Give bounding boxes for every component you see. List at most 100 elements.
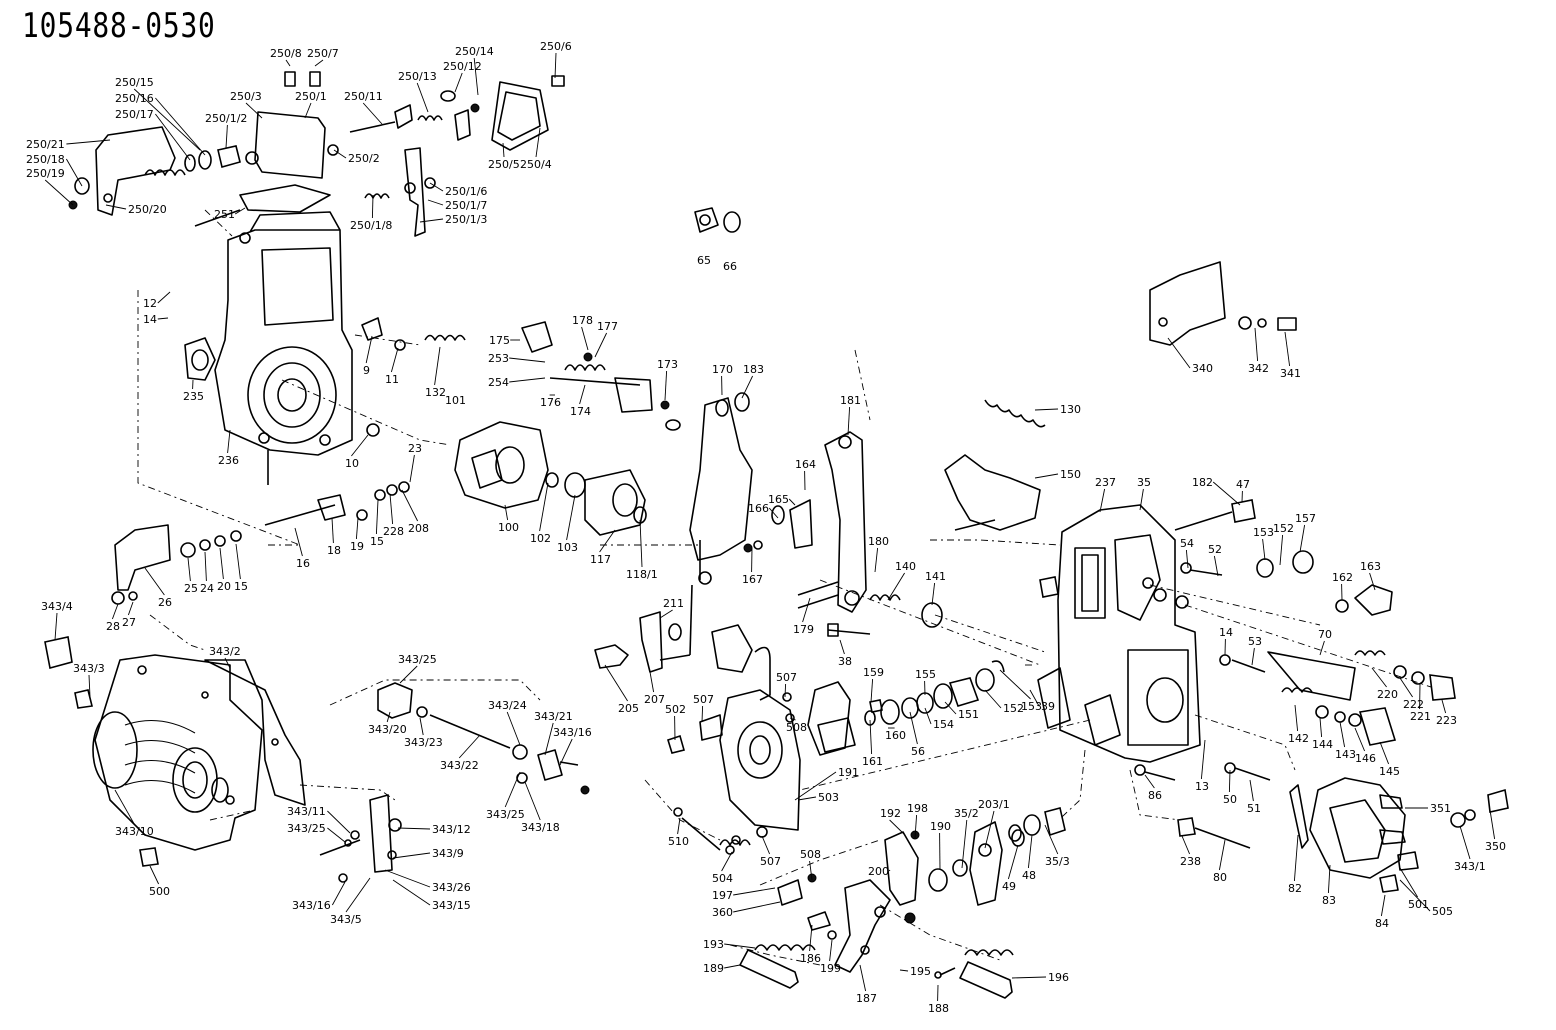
leader-line: [535, 127, 541, 158]
leader-line: [721, 851, 733, 872]
leader-line: [874, 547, 879, 573]
leader-line: [581, 326, 589, 351]
part-number-label: 101: [445, 394, 466, 407]
leader-line: [114, 789, 135, 825]
part-number-label: 39: [1041, 700, 1055, 713]
leader-line: [1399, 879, 1431, 912]
leader-line: [1293, 834, 1299, 882]
leader-line: [386, 711, 391, 723]
part-number-label: 500: [149, 885, 170, 898]
leader-line: [157, 317, 169, 320]
leader-line: [157, 291, 171, 304]
leader-line: [502, 142, 505, 158]
part-number-label: 343/10: [115, 825, 154, 838]
leader-line: [88, 674, 91, 698]
leader-line: [331, 517, 334, 544]
leader-line: [1379, 741, 1390, 765]
leader-line: [984, 810, 995, 849]
part-number-label: 9: [363, 364, 370, 377]
leader-line: [375, 499, 379, 535]
part-number-label: 103: [557, 541, 578, 554]
leader-line: [659, 609, 673, 619]
part-number-label: 250/4: [520, 158, 552, 171]
leader-line: [1284, 331, 1291, 367]
leader-line: [1339, 721, 1346, 748]
part-number-label: 200: [868, 865, 889, 878]
leader-line: [784, 683, 787, 698]
leader-line: [362, 102, 383, 125]
leader-line: [1185, 549, 1189, 569]
part-number-label: 166: [748, 502, 769, 515]
leader-line: [899, 969, 909, 972]
part-number-label: 82: [1288, 882, 1302, 895]
leader-line: [914, 814, 918, 839]
leader-line: [1294, 704, 1299, 732]
part-number-label: 508: [786, 721, 807, 734]
part-number-label: 343/4: [41, 600, 73, 613]
leader-line: [829, 939, 833, 962]
part-number-label: 152: [1003, 702, 1024, 715]
leader-line: [155, 97, 206, 156]
part-number-label: 14: [1219, 626, 1233, 639]
part-number-label: 153: [1021, 700, 1042, 713]
leader-line: [509, 377, 546, 383]
part-number-label: 341: [1280, 367, 1301, 380]
part-number-label: 250/11: [344, 90, 383, 103]
leader-line: [434, 346, 441, 386]
part-number-label: 27: [122, 616, 136, 629]
part-number-label: 221: [1410, 710, 1431, 723]
part-number-label: 236: [218, 454, 239, 467]
part-number-label: 250/20: [128, 203, 167, 216]
leader-line: [999, 669, 1031, 700]
leader-line: [887, 572, 905, 601]
part-number-label: 350: [1485, 840, 1506, 853]
part-number-label: 35/3: [1045, 855, 1070, 868]
part-number-label: 250/8: [270, 47, 302, 60]
part-number-label: 152: [1273, 522, 1294, 535]
part-number-label: 197: [712, 889, 733, 902]
part-number-label: 170: [712, 363, 733, 376]
part-number-label: 86: [1148, 789, 1162, 802]
part-number-label: 100: [498, 521, 519, 534]
leader-line: [677, 817, 681, 835]
leader-line: [397, 827, 431, 830]
part-number-label: 343/3: [73, 662, 105, 675]
part-number-label: 182: [1192, 476, 1213, 489]
leader-line: [809, 924, 813, 952]
lever-icon: [594, 584, 693, 673]
part-number-label: 250/15: [115, 76, 154, 89]
part-number-label: 157: [1295, 512, 1316, 525]
governor-weight-icon: [454, 421, 647, 536]
leader-line: [458, 734, 481, 759]
part-number-label: 507: [776, 671, 797, 684]
solenoid-icon: [44, 636, 306, 867]
leader-line: [392, 852, 431, 859]
part-number-label: 507: [760, 855, 781, 868]
leader-line: [133, 88, 201, 151]
part-number-label: 28: [106, 620, 120, 633]
leader-line: [724, 943, 756, 949]
leader-line: [544, 722, 554, 756]
shaft-assembly: [264, 423, 410, 526]
leader-line: [579, 384, 586, 405]
leader-line: [924, 707, 932, 725]
leader-line: [416, 82, 429, 113]
leader-line: [409, 454, 415, 483]
part-number-label: 238: [1180, 855, 1201, 868]
lever-icon: [807, 821, 1025, 973]
part-number-label: 190: [930, 820, 951, 833]
diagram-title: 105488-0530: [22, 6, 216, 46]
part-number-label: 250/16: [115, 92, 154, 105]
leader-line: [389, 493, 394, 525]
bracket-icon: [95, 126, 176, 216]
part-number-label: 250/5: [488, 158, 520, 171]
part-number-label: 220: [1377, 688, 1398, 701]
bracket-icon: [1149, 261, 1297, 346]
part-number-label: 14: [143, 313, 157, 326]
leader-line: [66, 139, 111, 145]
part-number-label: 510: [668, 835, 689, 848]
leader-line: [1380, 894, 1386, 917]
part-number-label: 343/24: [488, 699, 527, 712]
leader-line: [149, 865, 160, 885]
part-number-label: 250/19: [26, 167, 65, 180]
